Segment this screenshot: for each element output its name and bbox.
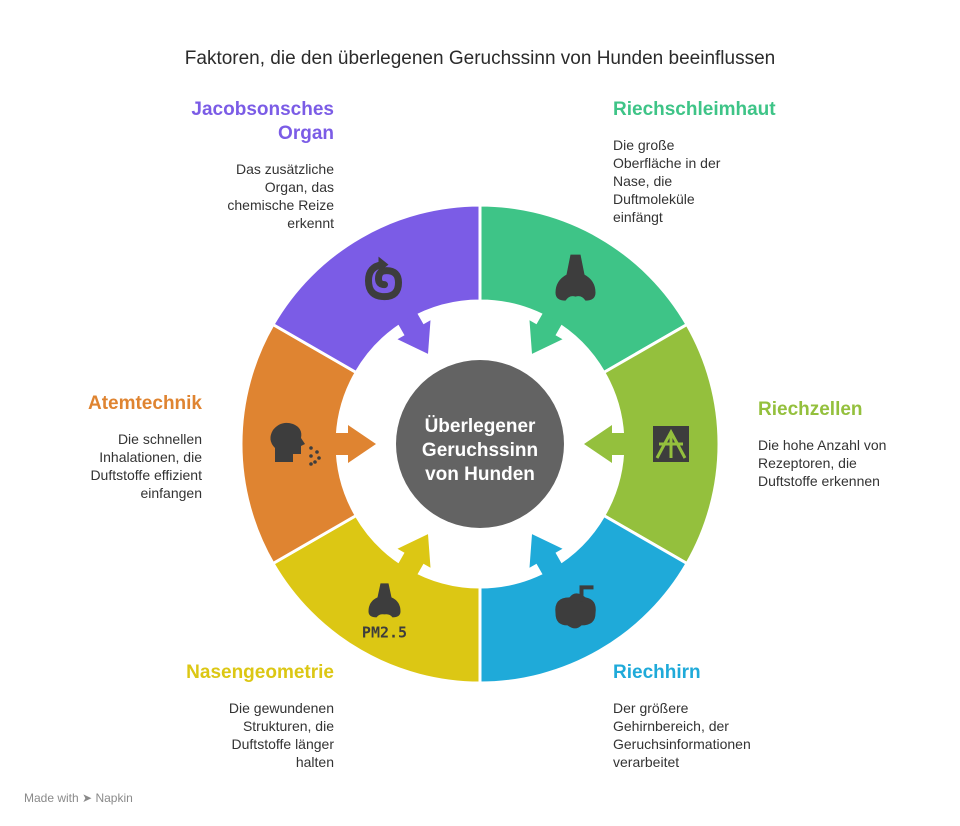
arrow-hirn — [529, 534, 563, 576]
arrow-geometrie — [397, 534, 431, 576]
page-title: Faktoren, die den überlegenen Geruchssin… — [184, 48, 776, 69]
arrow-jacobson — [397, 312, 431, 354]
label-geometrie-title: Nasengeometrie — [186, 662, 334, 683]
arrow-zellen — [584, 425, 625, 463]
receptor-icon — [653, 426, 689, 462]
label-hirn-title: Riechhirn — [613, 662, 701, 683]
footer-made-with: Made with — [24, 791, 79, 805]
spiral-icon — [364, 256, 403, 301]
label-zellen-title: Riechzellen — [758, 399, 863, 420]
label-schleimhaut-title: Riechschleimhaut — [613, 99, 776, 120]
arrow-atem — [335, 425, 376, 463]
brain-icon — [555, 585, 596, 629]
nose-icon — [555, 254, 596, 301]
nose-pm25-icon: PM2.5 — [362, 583, 407, 641]
breathing-head-icon — [270, 422, 321, 466]
napkin-logo-icon: ➤ — [82, 791, 93, 805]
segment-jacobson — [270, 203, 482, 375]
pm25-text: PM2.5 — [362, 623, 407, 641]
arrow-schleimhaut — [529, 312, 563, 354]
center-circle — [396, 360, 564, 528]
label-atem-title: Atemtechnik — [87, 393, 202, 414]
footer: Made with ➤ Napkin — [24, 791, 133, 805]
footer-brand[interactable]: Napkin — [95, 791, 133, 805]
